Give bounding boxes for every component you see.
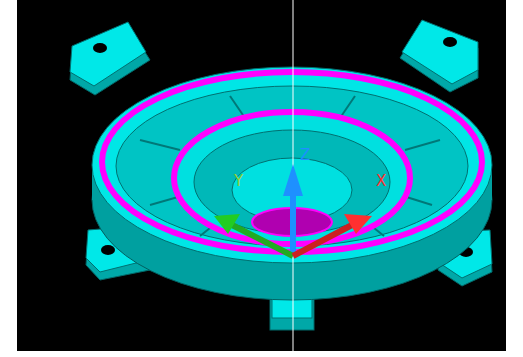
flange-ear-tops <box>70 20 492 318</box>
viewport-ground <box>17 0 506 351</box>
axis-triad <box>214 164 372 256</box>
axis-label: Y <box>234 174 243 189</box>
axis-label: X <box>376 174 386 189</box>
body-top <box>92 67 492 263</box>
axis-label: Z <box>300 148 310 163</box>
flange-ears <box>70 26 492 330</box>
